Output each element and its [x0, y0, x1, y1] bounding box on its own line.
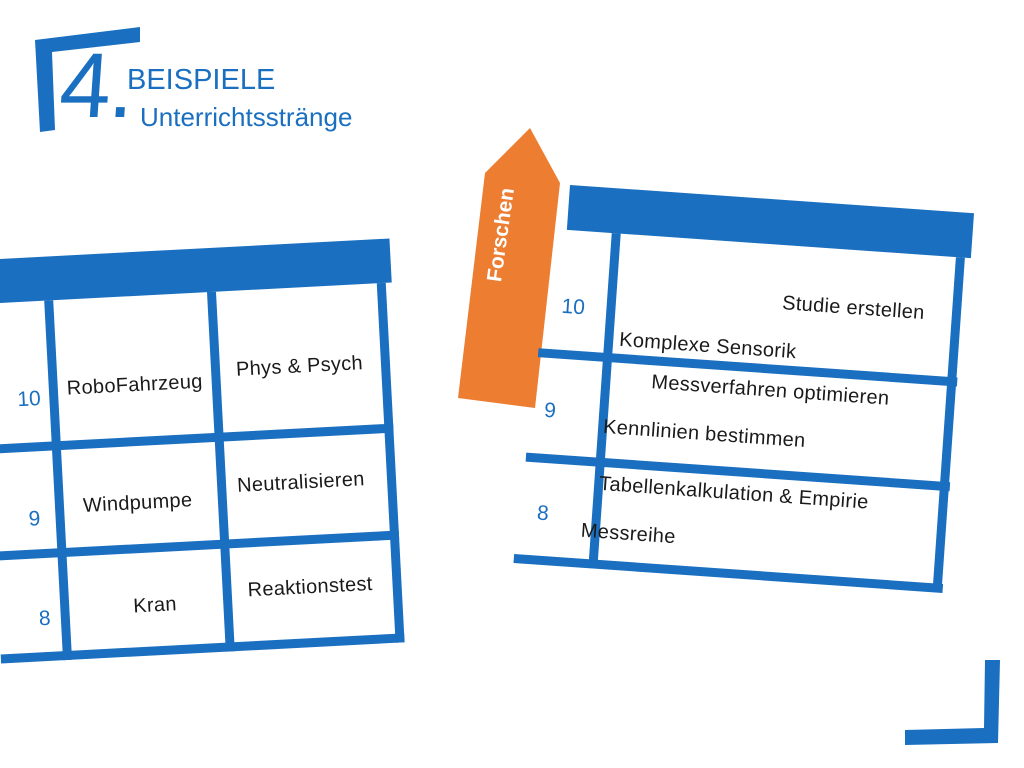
page-title: BEISPIELE — [127, 64, 276, 96]
cell-label: Windpumpe — [82, 489, 193, 517]
cell-label: Kennlinien bestimmen — [602, 415, 807, 453]
right-grid-divider — [588, 233, 621, 563]
cell-label: RoboFahrzeug — [66, 370, 204, 400]
cell-label: Reaktionstest — [247, 572, 374, 602]
grade-label: 8 — [38, 606, 52, 631]
grade-label: 9 — [28, 507, 41, 531]
grade-label: 8 — [536, 501, 550, 526]
right-grid-divider — [513, 554, 944, 593]
section-number: 4. — [56, 35, 137, 137]
grade-label: 10 — [16, 387, 42, 412]
left-grid-divider — [206, 291, 235, 652]
cell-label: Neutralisieren — [236, 468, 366, 497]
cell-label: Phys & Psych — [235, 352, 364, 381]
grade-label: 10 — [560, 294, 586, 320]
page-subtitle: Unterrichtsstränge — [140, 102, 353, 132]
right-grid-divider — [932, 257, 965, 592]
left-grid-header-band — [0, 238, 392, 304]
cell-label: Kran — [132, 593, 178, 618]
arrow-up-icon — [458, 128, 560, 408]
corner-bracket-bottom-right-icon — [905, 660, 1000, 745]
cell-label: Studie erstellen — [781, 292, 926, 325]
grade-label: 9 — [543, 398, 557, 423]
left-grid-divider — [376, 282, 405, 643]
right-grid: 10 Studie erstellen Komplexe Sensorik 9 … — [513, 185, 975, 642]
left-grid: 10 RoboFahrzeug Phys & Psych 9 Windpumpe… — [0, 238, 410, 664]
right-grid-header-band — [566, 185, 975, 259]
